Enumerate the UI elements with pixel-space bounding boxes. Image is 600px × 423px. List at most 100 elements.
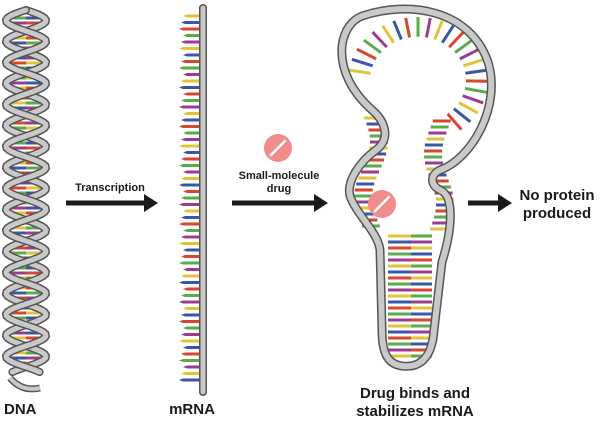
base-pair [462, 94, 484, 105]
dna-backbone [3, 7, 49, 375]
base-pair [351, 57, 374, 68]
base-pair [452, 107, 472, 124]
base-tip [181, 177, 185, 180]
base-tip [181, 235, 185, 239]
base-tip [183, 131, 187, 135]
base-pair [464, 86, 487, 94]
base-tip [183, 34, 187, 37]
base-tip [179, 261, 183, 265]
base-tip [181, 138, 185, 141]
base-tip [179, 183, 183, 187]
dna-double-helix [1, 6, 51, 393]
base-pair [458, 101, 479, 115]
hairpin-backbone [338, 6, 495, 370]
base-tip [179, 242, 183, 245]
base-tip [181, 196, 185, 200]
no-protein-label: No protein produced [515, 187, 599, 223]
base-tip [183, 92, 187, 96]
base-tip [179, 222, 183, 226]
drug-label-line2: drug [266, 183, 292, 195]
dna-backbone [3, 7, 49, 375]
base-tip [179, 125, 183, 128]
base-tip [183, 268, 187, 271]
base-tip [181, 118, 185, 122]
base-tip [183, 53, 187, 57]
drug-pills [264, 134, 396, 218]
drug-binds-label: Drug binds and stabilizes mRNA [340, 385, 490, 421]
base-tip [183, 151, 187, 154]
arrow-head [144, 194, 158, 212]
base-tip [179, 378, 183, 382]
process-arrows [66, 194, 512, 212]
dna-tail [8, 376, 41, 391]
folded-mrna-hairpin [337, 4, 496, 371]
base-tip [179, 144, 183, 148]
base-tip [181, 60, 185, 63]
base-tip [179, 105, 183, 109]
base-tip [183, 326, 187, 330]
no-protein-line2: produced [522, 205, 592, 222]
base-pair [362, 38, 382, 54]
drug-binds-line2: stabilizes mRNA [356, 403, 474, 420]
drug-pill-score [269, 139, 287, 157]
base-tip [179, 86, 183, 89]
base-tip [183, 190, 187, 193]
base-tip [179, 359, 183, 362]
mrna-strand [179, 4, 207, 396]
base-pair [433, 20, 444, 41]
base-tip [179, 300, 183, 304]
base-tip [179, 281, 183, 284]
drug-pill-score [373, 195, 391, 213]
drug-label: Small-molecule drug [224, 170, 334, 196]
base-pair [446, 112, 463, 131]
base-tip [181, 157, 185, 161]
base-tip [183, 170, 187, 174]
drug-binds-line1: Drug binds and [360, 385, 470, 402]
base-tip [181, 274, 185, 278]
base-pair [465, 68, 488, 75]
base-pair [404, 17, 412, 38]
arrow-head [498, 194, 512, 212]
transcription-label: Transcription [75, 182, 145, 194]
base-tip [181, 40, 185, 44]
base-pair [392, 20, 403, 41]
base-pair [356, 47, 377, 61]
base-tip [183, 346, 187, 349]
base-tip [181, 79, 185, 83]
base-tip [183, 209, 187, 213]
base-pair [371, 31, 388, 49]
base-pair [448, 31, 465, 49]
dna-label: DNA [4, 401, 37, 418]
base-tip [179, 27, 183, 31]
base-tip [183, 287, 187, 291]
base-tip [181, 216, 185, 219]
base-tip [179, 320, 183, 323]
base-tip [181, 372, 185, 375]
base-tip [181, 99, 185, 102]
base-tip [181, 255, 185, 258]
base-pair [462, 57, 485, 68]
base-tip [181, 294, 185, 297]
base-pair [381, 24, 395, 44]
base-tip [181, 352, 185, 356]
base-tip [179, 339, 183, 343]
base-tip [183, 365, 187, 369]
drug-label-line1: Small-molecule [238, 170, 320, 182]
base-tip [183, 248, 187, 252]
base-pair [424, 17, 432, 38]
base-tip [181, 21, 185, 24]
base-pair [348, 68, 371, 75]
base-tip [183, 112, 187, 115]
base-tip [179, 47, 183, 50]
base-pair [441, 24, 455, 44]
base-tip [183, 14, 187, 18]
base-tip [179, 66, 183, 70]
no-protein-line1: No protein [519, 187, 595, 204]
arrow-head [314, 194, 328, 212]
base-tip [181, 333, 185, 336]
base-tip [179, 203, 183, 206]
base-pair [459, 47, 480, 61]
base-tip [183, 73, 187, 76]
